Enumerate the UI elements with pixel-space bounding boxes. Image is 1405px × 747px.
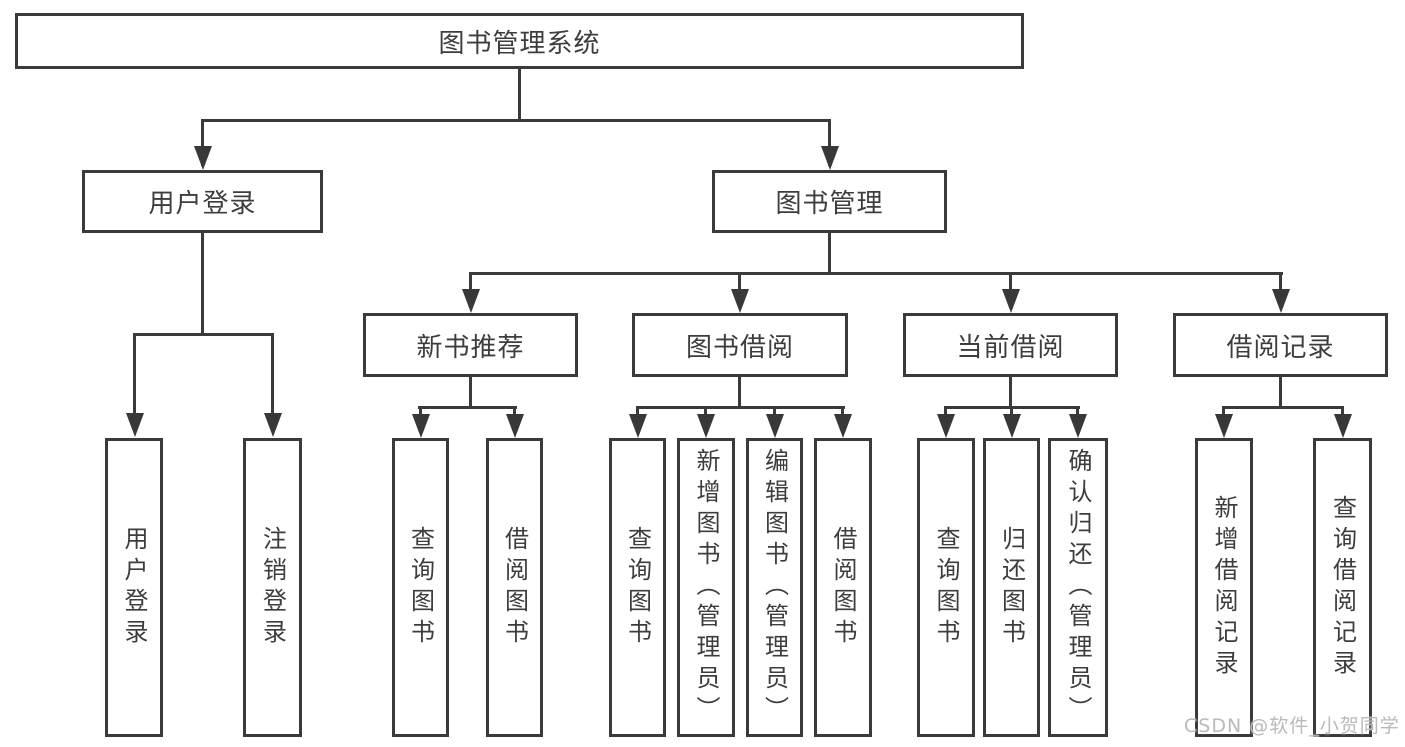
leaf-nb-borrow-books: 借阅图书 (486, 438, 543, 737)
arrow-down-cb-return (1003, 414, 1021, 438)
arrow-down-current-borrow (1002, 289, 1020, 313)
connector-currentborrow-vline (1009, 377, 1012, 408)
connector-newbook-vline (469, 377, 472, 408)
leaf-label: 查询图书 (406, 525, 435, 650)
leaf-nb-query-books: 查询图书 (392, 438, 449, 737)
connector-drop-br-query (1341, 407, 1344, 417)
connector-drop-new-book (469, 273, 472, 294)
leaf-user-login: 用户登录 (105, 438, 163, 737)
leaf-logout: 注销登录 (243, 438, 302, 737)
connector-bookborrow-hline (636, 406, 845, 409)
connector-userlogin-hline (133, 333, 274, 336)
connector-drop-current-borrow (1009, 273, 1012, 294)
connector-drop-bb-add (704, 407, 707, 417)
connector-drop-book-management (828, 120, 831, 166)
connector-drop-user-login (201, 120, 204, 166)
node-book-management: 图书管理 (712, 170, 947, 233)
arrow-down-borrow-records (1272, 289, 1290, 313)
connector-drop-leaf-logout (271, 334, 274, 414)
arrow-down-user-login (194, 146, 212, 170)
node-new-book-recommend: 新书推荐 (363, 313, 578, 377)
connector-drop-cb-return (1010, 407, 1013, 417)
connector-root-vline (518, 69, 521, 120)
leaf-label: 新增图书（管理员） (692, 448, 720, 727)
connector-drop-br-add (1222, 407, 1225, 417)
connector-bookmgmt-hline (469, 272, 1283, 275)
arrow-down-new-book (462, 289, 480, 313)
connector-borrowrecords-hline (1222, 406, 1344, 409)
leaf-label: 查询图书 (932, 525, 960, 650)
arrow-down-cb-query (937, 414, 955, 438)
leaf-bb-add-books-admin: 新增图书（管理员） (677, 438, 735, 737)
connector-drop-leaf-login (133, 334, 136, 414)
connector-drop-bb-edit (773, 407, 776, 417)
connector-drop-nb-borrow (513, 407, 516, 417)
connector-userlogin-vline (201, 233, 204, 335)
connector-bookborrow-vline (738, 377, 741, 408)
leaf-label: 注销登录 (258, 525, 287, 650)
node-root-system: 图书管理系统 (15, 13, 1024, 69)
connector-drop-bb-query (636, 407, 639, 417)
connector-drop-cb-confirm (1076, 407, 1079, 417)
leaf-br-query-record: 查询借阅记录 (1313, 438, 1372, 737)
leaf-label: 借阅图书 (500, 525, 529, 650)
arrow-down-bb-add (697, 414, 715, 438)
leaf-bb-borrow-books: 借阅图书 (814, 438, 872, 737)
arrow-down-nb-borrow (506, 414, 524, 438)
arrow-down-nb-query (412, 414, 430, 438)
node-book-borrow: 图书借阅 (632, 313, 848, 377)
leaf-bb-edit-books-admin: 编辑图书（管理员） (746, 438, 803, 737)
connector-borrowrecords-vline (1279, 377, 1282, 408)
leaf-label: 编辑图书（管理员） (760, 448, 789, 727)
node-borrow-records: 借阅记录 (1173, 313, 1388, 377)
connector-drop-nb-query (419, 407, 422, 417)
arrow-down-leaf-logout (264, 413, 282, 437)
arrow-down-book-management (821, 146, 839, 170)
arrow-down-br-query (1334, 414, 1352, 438)
arrow-down-bb-borrow (834, 414, 852, 438)
connector-bookmgmt-vline (828, 233, 831, 275)
leaf-label: 用户登录 (120, 525, 148, 650)
connector-drop-book-borrow (738, 273, 741, 294)
leaf-bb-query-books: 查询图书 (609, 438, 666, 737)
leaf-cb-query-books: 查询图书 (917, 438, 975, 737)
arrow-down-bb-edit (766, 414, 784, 438)
connector-drop-bb-borrow (841, 407, 844, 417)
connector-root-hline (201, 119, 831, 122)
leaf-br-add-record: 新增借阅记录 (1195, 438, 1253, 737)
leaf-label: 查询图书 (623, 525, 652, 650)
arrow-down-br-add (1215, 414, 1233, 438)
arrow-down-book-borrow (731, 289, 749, 313)
arrow-down-bb-query (629, 414, 647, 438)
watermark-text: CSDN @软件_小贺同学 (1184, 715, 1400, 737)
node-current-borrow: 当前借阅 (903, 313, 1118, 377)
arrow-down-leaf-login (126, 413, 144, 437)
arrow-down-cb-confirm (1069, 414, 1087, 438)
leaf-label: 查询借阅记录 (1328, 494, 1357, 681)
leaf-label: 新增借阅记录 (1210, 494, 1238, 681)
leaf-cb-return-books: 归还图书 (983, 438, 1040, 737)
leaf-label: 归还图书 (997, 525, 1026, 650)
node-user-login: 用户登录 (82, 170, 323, 233)
leaf-label: 确认归还（管理员） (1064, 448, 1092, 727)
connector-drop-cb-query (944, 407, 947, 417)
connector-drop-borrow-records (1279, 273, 1282, 294)
leaf-cb-confirm-return-admin: 确认归还（管理员） (1048, 438, 1108, 737)
connector-newbook-hline (418, 406, 517, 409)
leaf-label: 借阅图书 (829, 525, 857, 650)
